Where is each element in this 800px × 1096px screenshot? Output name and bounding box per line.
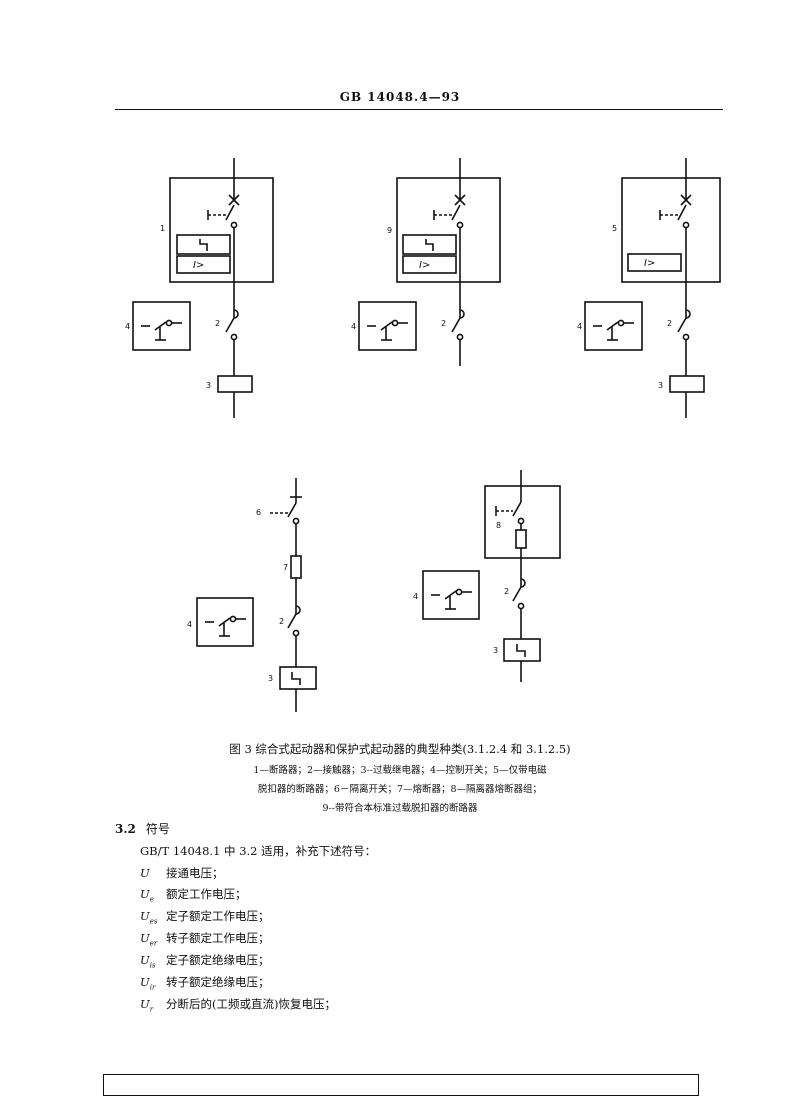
thermal-element-box (176, 234, 231, 255)
overcurrent-symbol-b: I> (419, 260, 430, 271)
svg-text:9: 9 (387, 226, 392, 235)
overcurrent-symbol-a: I> (193, 260, 204, 271)
fuse (515, 529, 527, 549)
control-switch-box (358, 301, 417, 351)
figure-legend-line-2: 脱扣器的断路器；6－隔离开关；7—熔断器；8—隔离器熔断器组； (257, 784, 543, 795)
fuse (290, 555, 302, 579)
circuit-breaker-box (396, 177, 501, 283)
svg-text:8: 8 (496, 521, 501, 530)
overcurrent-box (402, 255, 457, 274)
control-switch-box (422, 570, 480, 620)
svg-text:3: 3 (206, 381, 211, 390)
control-switch-box (132, 301, 191, 351)
svg-text:5: 5 (612, 224, 617, 233)
svg-text:2: 2 (667, 319, 672, 328)
starter-diagram-d: 6 7 2 3 4 (187, 478, 317, 712)
svg-text:4: 4 (351, 322, 356, 331)
overcurrent-box (176, 255, 231, 274)
circuit-breaker-box (169, 177, 274, 283)
svg-text:4: 4 (187, 620, 192, 629)
section-number: 3.2 (115, 822, 136, 836)
figure-3-diagram: I> 1 2 3 4 I> (125, 158, 721, 712)
section-title: 符号 (145, 822, 170, 836)
starter-diagram-a: I> 1 2 3 4 (125, 158, 274, 418)
svg-text:3: 3 (493, 646, 498, 655)
svg-text:3: 3 (658, 381, 663, 390)
svg-text:4: 4 (413, 592, 418, 601)
thermal-element-box (402, 234, 457, 255)
section-intro: GB/T 14048.1 中 3.2 适用，补充下述符号： (140, 844, 377, 858)
svg-text:2: 2 (215, 319, 220, 328)
figure-legend-line-3: 9--带符合本标准过载脱扣器的断路器 (322, 803, 478, 814)
section-heading: 3.2 符号 (115, 820, 170, 837)
overload-relay (279, 666, 317, 690)
overload-relay (503, 638, 541, 662)
svg-text:4: 4 (577, 322, 582, 331)
svg-text:1: 1 (160, 224, 165, 233)
overcurrent-symbol-c: I> (644, 258, 655, 269)
page-header: GB 14048.4—93 (339, 90, 461, 104)
overcurrent-box (627, 253, 682, 272)
svg-text:4: 4 (125, 322, 130, 331)
control-switch-box (196, 597, 254, 647)
overload-relay (217, 375, 253, 393)
svg-text:3: 3 (268, 674, 273, 683)
figure-legend-line-1: 1—断路器；2—接触器；3--过载继电器；4—控制开关；5—仅带电磁 (253, 765, 547, 776)
starter-diagram-b: I> 9 2 4 (351, 158, 501, 366)
svg-text:2: 2 (279, 617, 284, 626)
bottom-frame (103, 1074, 699, 1096)
isolator-fuse-box (484, 485, 561, 559)
starter-diagram-e: 8 2 3 4 (413, 470, 561, 682)
svg-text:7: 7 (283, 563, 288, 572)
control-switch-box (584, 301, 643, 351)
svg-text:2: 2 (441, 319, 446, 328)
magnetic-breaker-box (621, 177, 721, 283)
overload-relay (669, 375, 705, 393)
figure-caption: 图 3 综合式起动器和保护式起动器的典型种类(3.1.2.4 和 3.1.2.5… (229, 742, 571, 756)
svg-text:6: 6 (256, 508, 261, 517)
starter-diagram-c: I> 5 2 3 4 (577, 158, 721, 418)
header-rule (115, 109, 723, 110)
svg-text:2: 2 (504, 587, 509, 596)
